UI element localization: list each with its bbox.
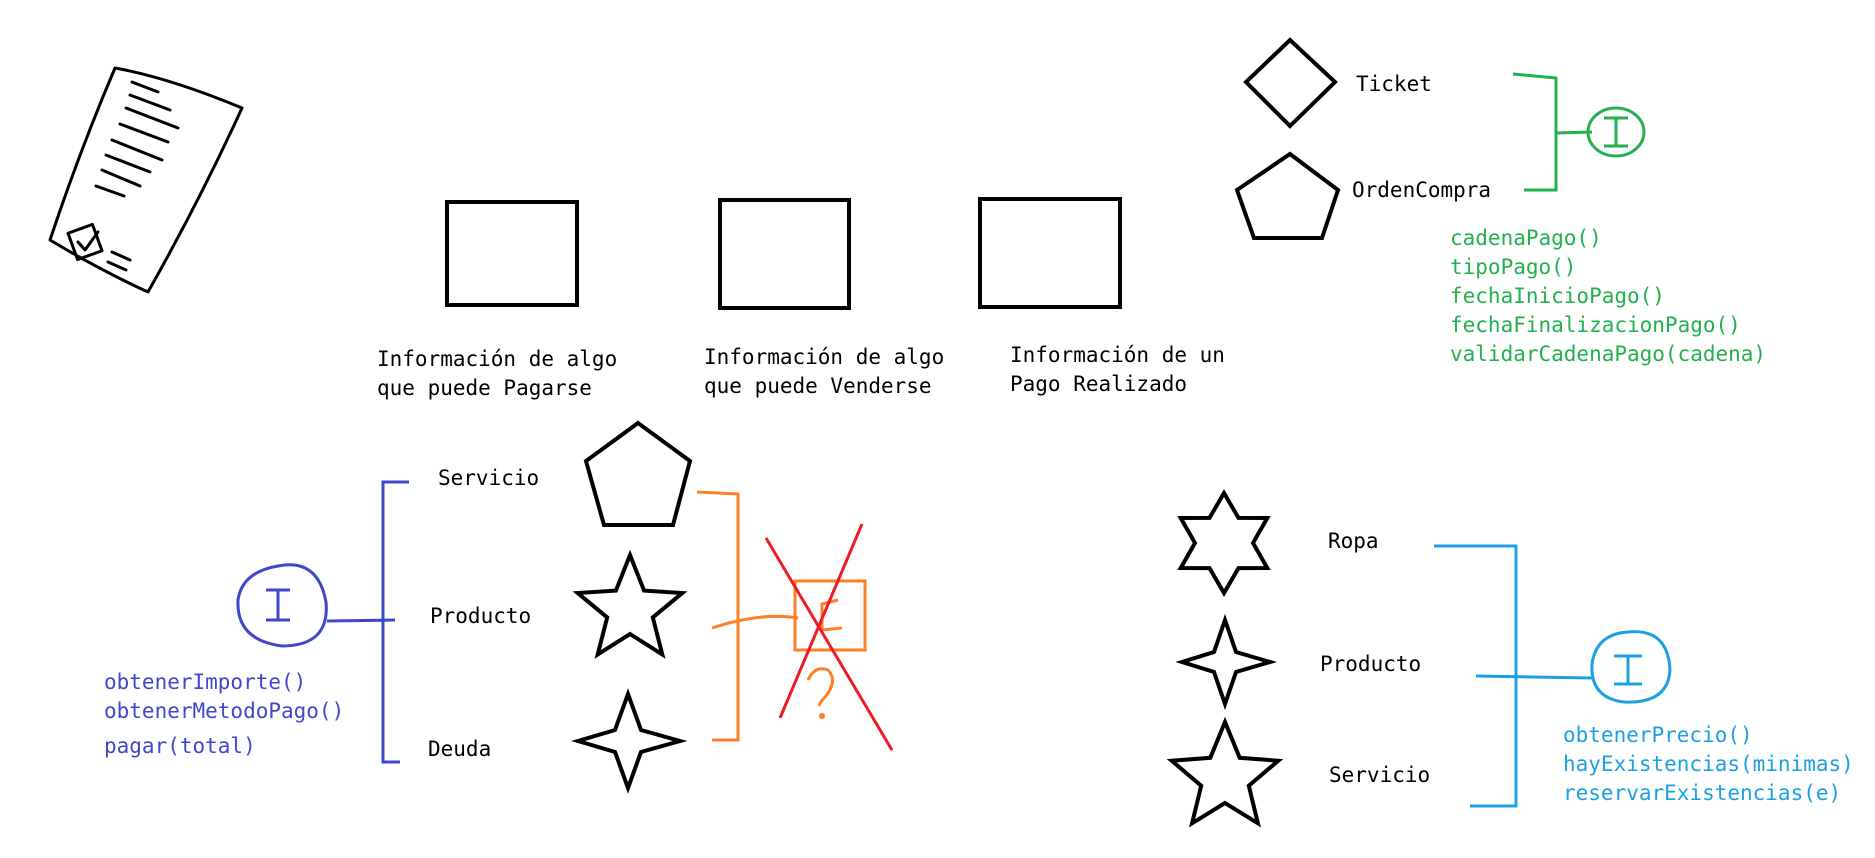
payable-interface-methods: obtenerImporte() obtenerMetodoPago() pag… bbox=[104, 668, 344, 761]
method-name: validarCadenaPago(cadena) bbox=[1450, 342, 1767, 366]
box-payment-info bbox=[978, 197, 1122, 309]
deuda-four-point-star-shape bbox=[570, 688, 688, 794]
method-name: obtenerImporte() bbox=[104, 670, 307, 694]
method-name: obtenerMetodoPago() bbox=[104, 699, 345, 723]
ticket-label: Ticket bbox=[1356, 72, 1432, 96]
blue-interface-icon bbox=[236, 563, 328, 648]
ropa-label: Ropa bbox=[1328, 529, 1379, 553]
blue-bracket bbox=[326, 480, 409, 764]
producto-label-right: Producto bbox=[1320, 652, 1422, 676]
method-name: tipoPago() bbox=[1450, 255, 1577, 279]
method-name: cadenaPago() bbox=[1450, 226, 1602, 250]
servicio-label-left: Servicio bbox=[438, 466, 540, 490]
box-sellable-info bbox=[718, 198, 851, 310]
method-name: obtenerPrecio() bbox=[1563, 723, 1753, 747]
method-name: hayExistencias(minimas) bbox=[1563, 752, 1854, 776]
orange-bracket bbox=[696, 490, 799, 742]
ropa-six-point-star-shape bbox=[1177, 489, 1271, 597]
cyan-interface-icon bbox=[1590, 630, 1672, 704]
red-cross-out-icon bbox=[764, 523, 894, 751]
caption-line: Información de algo bbox=[377, 347, 618, 371]
box-sellable-caption: Información de algo que puede Venderse bbox=[704, 343, 944, 401]
question-mark-icon bbox=[806, 667, 834, 708]
deuda-label: Deuda bbox=[428, 737, 492, 761]
method-name: fechaInicioPago() bbox=[1450, 284, 1665, 308]
box-payable-caption: Información de algo que puede Pagarse bbox=[377, 345, 617, 403]
servicio-star-shape bbox=[1166, 716, 1284, 828]
cyan-bracket bbox=[1434, 544, 1595, 808]
method-name: fechaFinalizacionPago() bbox=[1450, 313, 1741, 337]
ordencompra-pentagon-shape bbox=[1234, 151, 1341, 240]
ordencompra-label: OrdenCompra bbox=[1352, 178, 1492, 202]
green-bracket bbox=[1512, 72, 1593, 192]
producto-label-left: Producto bbox=[430, 604, 532, 628]
method-name: pagar(total) bbox=[104, 734, 256, 758]
orange-interface-box bbox=[793, 579, 867, 652]
document-icon bbox=[48, 66, 244, 294]
box-payment-caption: Información de un Pago Realizado bbox=[1010, 341, 1225, 399]
sellable-interface-methods: obtenerPrecio() hayExistencias(minimas) … bbox=[1563, 721, 1854, 808]
caption-line: Información de un bbox=[1010, 343, 1225, 367]
servicio-label-right: Servicio bbox=[1329, 763, 1431, 787]
producto-star-shape bbox=[572, 549, 688, 659]
ticket-interface-methods: cadenaPago() tipoPago() fechaInicioPago(… bbox=[1450, 224, 1766, 369]
caption-line: que puede Pagarse bbox=[377, 376, 592, 400]
caption-line: que puede Venderse bbox=[704, 374, 932, 398]
caption-line: Información de algo bbox=[704, 345, 945, 369]
box-payable-info bbox=[445, 200, 579, 307]
ticket-diamond-shape bbox=[1243, 37, 1338, 129]
servicio-pentagon-shape bbox=[583, 420, 693, 527]
method-name: reservarExistencias(e) bbox=[1563, 781, 1842, 805]
green-interface-icon bbox=[1586, 106, 1646, 158]
producto-four-point-star-shape bbox=[1175, 613, 1278, 711]
caption-line: Pago Realizado bbox=[1010, 372, 1188, 396]
